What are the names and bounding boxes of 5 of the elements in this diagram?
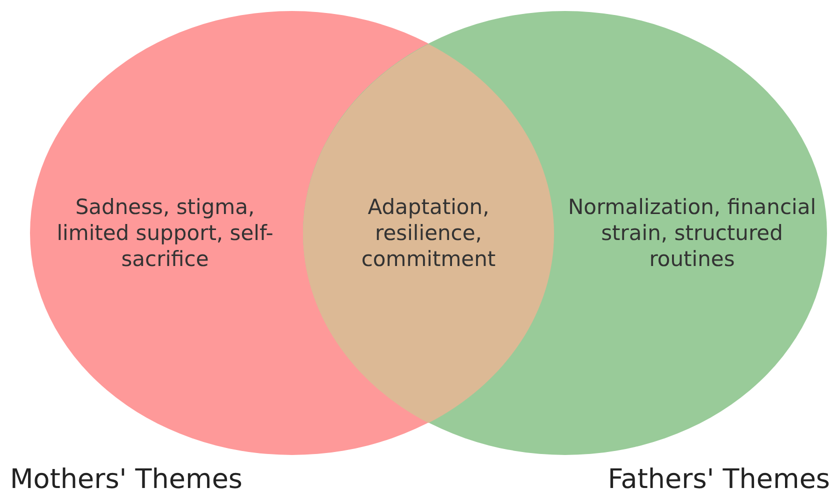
theme-text: Sadness, stigma, limited support, self-sacrifice — [56, 194, 274, 272]
set-label: Mothers' Themes — [10, 464, 242, 495]
theme-text: Normalization, financial strain, structured routines — [566, 194, 818, 272]
set-label: Fathers' Themes — [608, 464, 830, 495]
theme-text: Adaptation, resilience, commitment — [360, 194, 497, 272]
